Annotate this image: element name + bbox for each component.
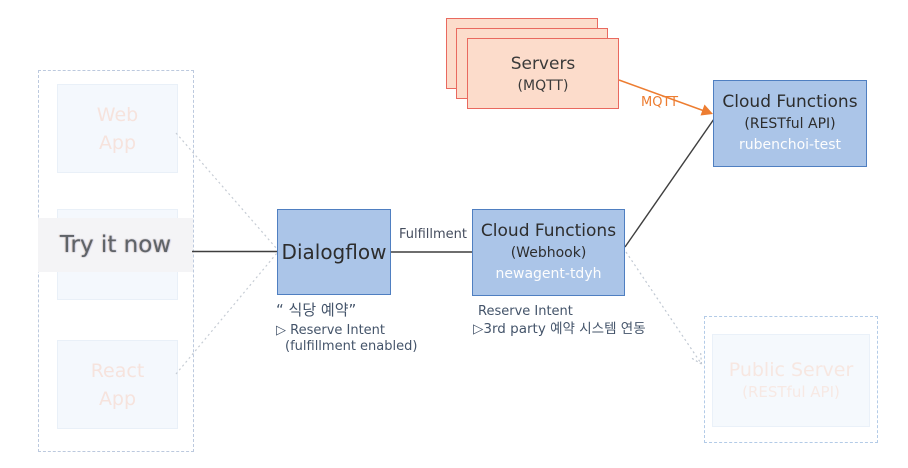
fulfillment-edge-label: Fulfillment [398,227,468,242]
webhook-annotation-intent: Reserve Intent [478,304,573,319]
public-server-box: Public Server (RESTful API) [712,334,870,427]
web-app-box: Web App [57,84,178,173]
web-app-label-line1: Web [96,103,139,126]
dialogflow-annotation-quote: “ 식당 예약” [276,301,357,319]
servers-subtitle: (MQTT) [517,77,569,94]
react-app-label-line1: React [90,359,145,382]
public-server-title: Public Server [728,359,854,381]
restful-title: Cloud Functions [722,92,858,112]
dialogflow-annotation-fulfillment: (fulfillment enabled) [285,339,418,354]
dotted-arrowhead-arm1 [699,350,703,365]
webhook-title: Cloud Functions [480,221,617,241]
react-app-label-line2: App [98,387,137,410]
restful-node: Cloud Functions (RESTful API) rubenchoi-… [713,80,867,167]
dialogflow-title: Dialogflow [281,239,387,264]
web-app-label-line2: App [98,131,137,154]
webhook-agent-name: newagent-tdyh [495,266,602,282]
dialogflow-node: Dialogflow [277,209,391,295]
servers-title: Servers [510,53,576,74]
webhook-to-restful-line [624,118,715,248]
restful-project-name: rubenchoi-test [739,137,841,153]
webhook-subtitle: (Webhook) [510,245,587,261]
public-server-subtitle: (RESTful API) [742,383,840,401]
dialogflow-annotation: “ 식당 예약” ▷ Reserve Intent (fulfillment e… [276,301,466,355]
dotted-arrowhead-arm2 [690,356,702,365]
react-app-box: React App [57,340,178,429]
mqtt-edge-label: MQTT [641,95,679,110]
mqtt-arrowhead [700,104,713,116]
dialogflow-annotation-intent: ▷ Reserve Intent [276,323,386,338]
webhook-annotation: Reserve Intent ▷3rd party 예약 시스템 연동 [473,303,683,338]
restful-subtitle: (RESTful API) [744,116,836,132]
public-server-group [704,316,878,443]
webhook-node: Cloud Functions (Webhook) newagent-tdyh [472,209,625,296]
try-it-now-band: Try it now [38,218,193,272]
webhook-annotation-3rdparty: ▷3rd party 예약 시스템 연동 [473,321,646,337]
try-it-now-label: Try it now [59,232,172,258]
servers-node: Servers (MQTT) [467,38,619,109]
